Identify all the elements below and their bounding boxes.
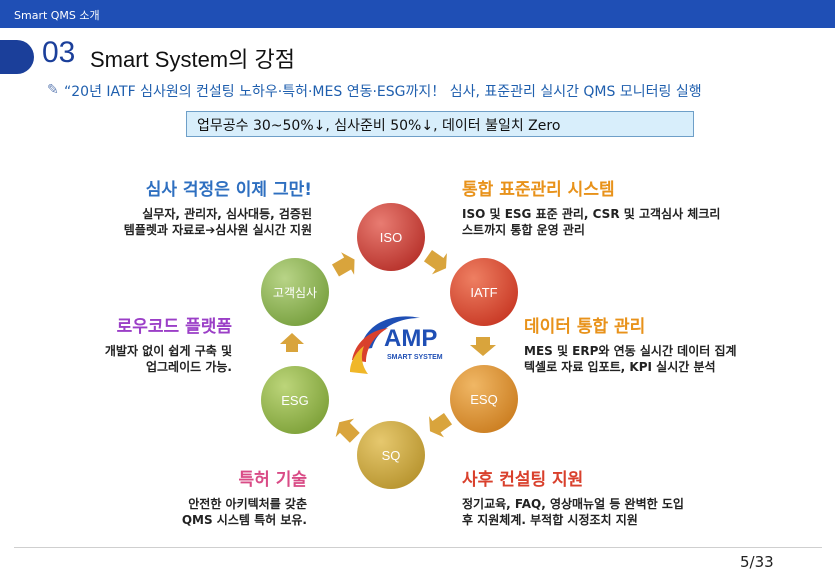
feature-patent-line1: 안전한 아키텍처를 갖춘 (188, 497, 307, 511)
feature-consult-line1: 정기교육, FAQ, 영상매뉴얼 등 완벽한 도입 (462, 497, 684, 511)
feature-lowcode-line2: 업그레이드 가능. (145, 360, 232, 374)
logo-tagline: SMART SYSTEM (387, 354, 443, 361)
amp-logo: AMP SMART SYSTEM (350, 316, 443, 374)
feature-audit-line1: 실무자, 관리자, 심사대등, 검증된 (142, 207, 312, 221)
feature-standard-title: 통합 표준관리 시스템 (462, 180, 615, 200)
feature-patent-title: 특허 기술 (238, 470, 307, 490)
cycle-node-esg: ESG (261, 366, 329, 434)
feature-data-title: 데이터 통합 관리 (524, 317, 646, 337)
kpi-text: 업무공수 30~50%↓, 심사준비 50%↓, 데이터 불일치 Zero (197, 118, 561, 134)
feature-lowcode-title: 로우코드 플랫폼 (116, 317, 232, 337)
feature-patent-line2: QMS 시스템 특허 보유. (181, 513, 307, 527)
logo-swoosh-yellow (350, 346, 368, 374)
feature-audit-title: 심사 걱정은 이제 그만! (145, 180, 312, 200)
feature-audit-line2: 템플렛과 자료로➔심사원 실시간 지원 (123, 223, 312, 237)
feature-data-line2: 텍셀로 자료 입포트, KPI 실시간 분석 (524, 360, 716, 374)
page-number: 5/33 (740, 553, 774, 571)
cycle-node-label: ISO (380, 230, 402, 245)
feature-consult-line2: 후 지원체계. 부적합 시정조치 지원 (462, 513, 638, 527)
arrow-iso-iatf (423, 249, 447, 275)
title-marker (0, 40, 34, 74)
cycle-node-label: ESQ (470, 392, 497, 407)
feature-audit: 심사 걱정은 이제 그만! 실무자, 관리자, 심사대등, 검증된 템플렛과 자… (124, 175, 312, 238)
feature-data: 데이터 통합 관리 MES 및 ERP와 연동 실시간 데이터 집계 텍셀로 자… (524, 312, 737, 375)
arrow-sq-esg (335, 418, 360, 443)
pencil-icon: ✎ (47, 82, 59, 98)
feature-consult-title: 사후 컨설팅 지원 (462, 470, 584, 490)
cycle-arrows (280, 249, 496, 443)
subtitle-quote: “20년 IATF 심사원의 컨설팅 노하우·특허·MES 연동·ESG까지！ … (64, 84, 702, 100)
page-title: Smart System의 강점 (90, 47, 295, 72)
cycle-node-sq: SQ (357, 421, 425, 489)
cycle-node-label: SQ (382, 448, 401, 463)
arrow-esq-sq (429, 412, 453, 438)
arrow-customer-iso (331, 252, 355, 277)
logo-name: AMP (384, 325, 437, 352)
feature-standard-line1: ISO 및 ESG 표준 관리, CSR 및 고객심사 체크리 (462, 207, 721, 221)
cycle-node-iso: ISO (357, 203, 425, 271)
cycle-node-label: ESG (281, 393, 308, 408)
cycle-node-label: 고객심사 (273, 286, 317, 300)
footer-divider (14, 547, 822, 548)
cycle-node-customer-audit: 고객심사 (261, 258, 329, 326)
kpi-box: 업무공수 30~50%↓, 심사준비 50%↓, 데이터 불일치 Zero (186, 111, 694, 137)
feature-standard-line2: 스트까지 통합 운영 관리 (462, 223, 585, 237)
feature-data-line1: MES 및 ERP와 연동 실시간 데이터 집계 (524, 344, 737, 358)
feature-patent: 특허 기술 안전한 아키텍처를 갖춘 QMS 시스템 특허 보유. (182, 465, 307, 528)
feature-lowcode: 로우코드 플랫폼 개발자 없이 쉽게 구축 및 업그레이드 가능. (105, 312, 232, 375)
cycle-node-esq: ESQ (450, 365, 518, 433)
section-label: Smart QMS 소개 (14, 9, 100, 22)
feature-standard: 통합 표준관리 시스템 ISO 및 ESG 표준 관리, CSR 및 고객심사 … (462, 175, 720, 238)
cycle-node-label: IATF (470, 285, 497, 300)
feature-lowcode-line1: 개발자 없이 쉽게 구축 및 (104, 344, 232, 358)
top-banner: Smart QMS 소개 (0, 0, 835, 28)
arrow-iatf-esq (470, 337, 496, 356)
arrow-esg-customer (280, 333, 304, 352)
feature-consult: 사후 컨설팅 지원 정기교육, FAQ, 영상매뉴얼 등 완벽한 도입 후 지원… (462, 465, 684, 528)
section-number: 03 (42, 36, 76, 69)
cycle-node-iatf: IATF (450, 258, 518, 326)
